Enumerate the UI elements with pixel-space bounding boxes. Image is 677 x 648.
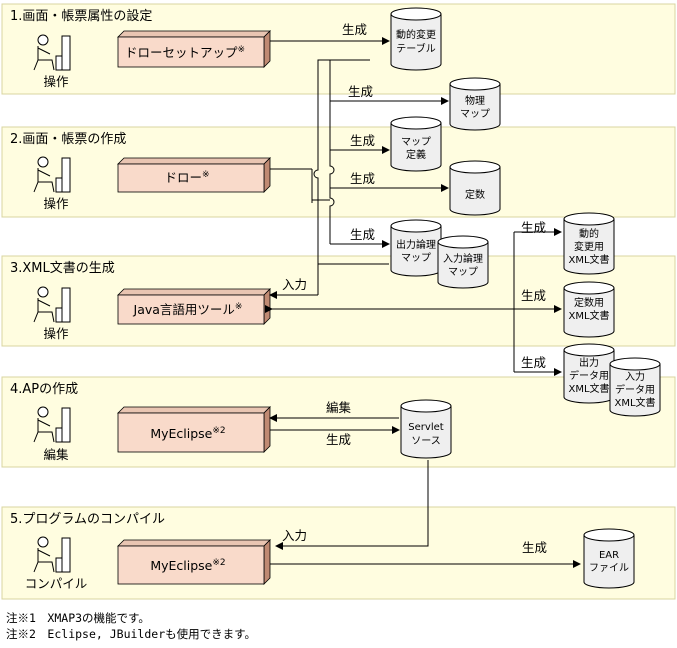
tool-box-2: ドロー※ xyxy=(117,157,271,193)
connector-trunk xyxy=(329,95,335,244)
svg-text:MyEclipse※2: MyEclipse※2 xyxy=(150,426,225,441)
tool-name-2: ドロー xyxy=(164,170,202,185)
svg-text:出力論理: 出力論理 xyxy=(396,238,436,251)
operator-icon xyxy=(33,536,71,573)
file-dynamic-table: 動的変更 テーブル xyxy=(390,7,442,71)
section-band-5 xyxy=(1,506,676,600)
svg-text:定数用: 定数用 xyxy=(574,296,604,309)
section-title-2: 2.画面・帳票の作成 xyxy=(10,132,126,147)
svg-text:マップ: マップ xyxy=(401,252,431,264)
actor-label-3: 操作 xyxy=(43,326,69,341)
svg-text:テーブル: テーブル xyxy=(396,42,435,55)
actor-label-4: 編集 xyxy=(43,447,69,462)
operator-icon xyxy=(33,286,71,323)
tool-name-3: Java言語用ツール xyxy=(133,302,235,317)
tool-note-5: ※2 xyxy=(212,558,225,568)
actor-label-5: コンパイル xyxy=(25,576,88,591)
file-input-xml: 入力 データ用 XML文書 xyxy=(609,357,661,417)
svg-text:ドローセットアップ※: ドローセットアップ※ xyxy=(125,45,245,60)
section-band-4 xyxy=(1,376,676,468)
svg-text:動的: 動的 xyxy=(579,227,599,240)
footnote-1: 注※1 XMAP3の機能です。 xyxy=(6,611,150,625)
operator-icon xyxy=(33,34,71,71)
svg-text:Servlet: Servlet xyxy=(408,422,443,433)
tool-box-3: Java言語用ツール※ xyxy=(117,288,271,325)
label-generate: 生成 xyxy=(521,288,546,303)
file-servlet-source: Servlet ソース xyxy=(400,399,452,459)
file-dynamic-xml: 動的 変更用 XML文書 xyxy=(563,212,615,275)
svg-text:出力: 出力 xyxy=(579,356,599,369)
svg-text:Java言語用ツール※: Java言語用ツール※ xyxy=(133,302,243,317)
actor-label-1: 操作 xyxy=(43,74,69,89)
tool-name-5: MyEclipse xyxy=(150,558,212,573)
tool-box-5: MyEclipse※2 xyxy=(117,539,271,585)
label-edit: 編集 xyxy=(326,400,352,415)
svg-text:データ用: データ用 xyxy=(569,369,609,382)
svg-text:XML文書: XML文書 xyxy=(568,253,609,266)
tool-box-1: ドローセットアップ※ xyxy=(117,30,271,68)
svg-text:動的変更: 動的変更 xyxy=(396,28,436,41)
file-map-definition: マップ 定義 xyxy=(390,116,442,172)
svg-text:変更用: 変更用 xyxy=(574,240,604,253)
label-generate: 生成 xyxy=(350,227,375,242)
connector-servlet-compile xyxy=(275,460,429,550)
svg-text:ファイル: ファイル xyxy=(589,563,629,574)
label-generate: 生成 xyxy=(348,84,373,99)
svg-text:XML文書: XML文書 xyxy=(568,382,609,395)
section-band-3 xyxy=(1,255,676,347)
svg-text:XML文書: XML文書 xyxy=(568,309,609,322)
tool-note-1: ※ xyxy=(237,45,245,55)
svg-text:EAR: EAR xyxy=(599,550,619,561)
connector-input-java xyxy=(313,59,389,265)
section-band-1 xyxy=(1,3,676,95)
svg-text:XML文書: XML文書 xyxy=(614,396,655,409)
tool-note-4: ※2 xyxy=(212,426,225,436)
file-ear: EAR ファイル xyxy=(583,528,635,589)
svg-text:入力: 入力 xyxy=(625,370,645,383)
label-generate: 生成 xyxy=(342,22,367,37)
svg-text:マップ: マップ xyxy=(448,266,478,278)
tool-note-3: ※ xyxy=(235,302,243,312)
svg-text:物理: 物理 xyxy=(465,94,485,107)
label-generate: 生成 xyxy=(522,540,547,555)
file-output-logical-map: 出力論理 マップ xyxy=(390,219,442,277)
file-const-xml: 定数用 XML文書 xyxy=(563,281,615,338)
connector-draw-branch xyxy=(311,169,330,203)
label-generate: 生成 xyxy=(521,355,546,370)
footnote-2: 注※2 Eclipse, JBuilderも使用できます。 xyxy=(6,627,256,641)
file-physical-map: 物理 マップ xyxy=(449,77,501,131)
svg-text:MyEclipse※2: MyEclipse※2 xyxy=(150,558,225,573)
label-input: 入力 xyxy=(282,277,307,292)
svg-text:定数: 定数 xyxy=(465,188,485,201)
section-title-5: 5.プログラムのコンパイル xyxy=(10,512,165,527)
svg-text:定義: 定義 xyxy=(406,148,426,161)
footnotes: 注※1 XMAP3の機能です。注※2 Eclipse, JBuilderも使用で… xyxy=(6,610,256,642)
label-generate: 生成 xyxy=(521,220,546,235)
section-title-1: 1.画面・帳票属性の設定 xyxy=(10,8,152,24)
label-generate: 生成 xyxy=(326,432,351,447)
svg-text:マップ: マップ xyxy=(401,136,431,148)
tool-note-2: ※ xyxy=(202,170,210,180)
section-title-3: 3.XML文書の生成 xyxy=(10,261,115,276)
svg-text:マップ: マップ xyxy=(460,108,490,120)
operator-icon xyxy=(33,406,71,443)
svg-text:データ用: データ用 xyxy=(615,383,655,396)
svg-text:入力論理: 入力論理 xyxy=(443,252,483,265)
label-input: 入力 xyxy=(282,528,307,543)
label-generate: 生成 xyxy=(350,171,375,186)
svg-text:ドロー※: ドロー※ xyxy=(164,170,209,185)
file-input-logical-map: 入力論理 マップ xyxy=(437,235,489,289)
label-generate: 生成 xyxy=(350,133,375,148)
file-output-xml: 出力 データ用 XML文書 xyxy=(563,343,615,404)
section-band-2 xyxy=(1,126,676,218)
file-constants: 定数 xyxy=(449,160,501,216)
operator-icon xyxy=(33,156,71,193)
tool-name-4: MyEclipse xyxy=(150,426,212,441)
tool-name-1: ドローセットアップ xyxy=(125,45,238,60)
section-title-4: 4.APの作成 xyxy=(10,382,78,397)
actor-label-2: 操作 xyxy=(43,196,69,211)
svg-text:ソース: ソース xyxy=(411,436,441,447)
tool-box-4: MyEclipse※2 xyxy=(117,406,271,453)
